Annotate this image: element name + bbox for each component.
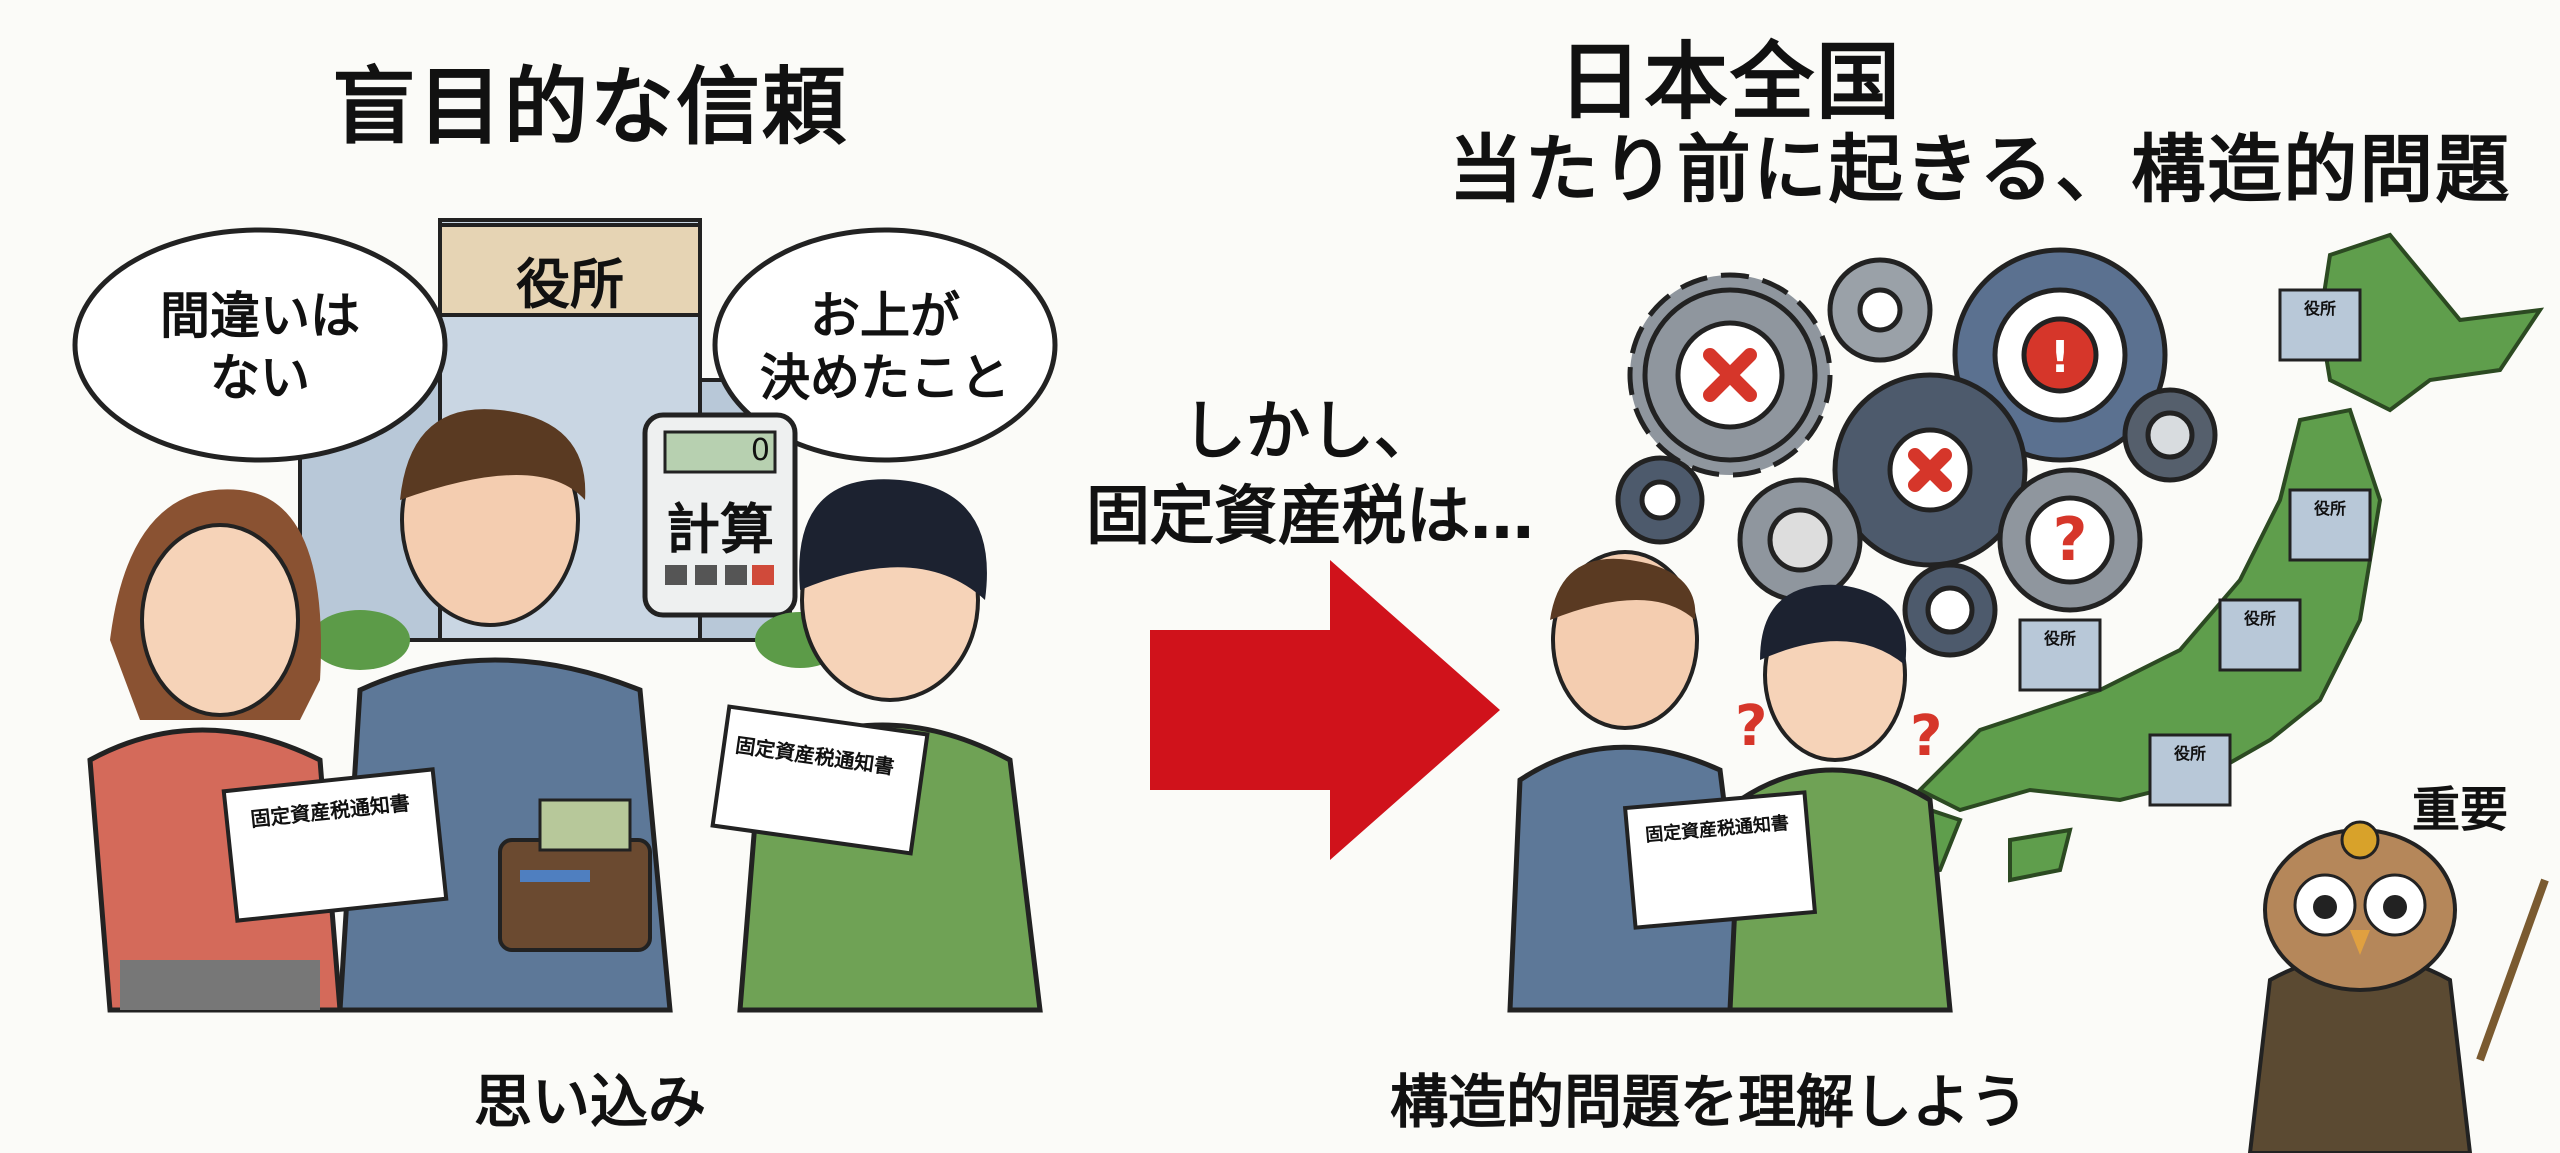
calculator-label: 計算	[666, 498, 774, 561]
middle-text-line2: 固定資産税は…	[1086, 480, 1534, 554]
bubble-line: 間違いは	[160, 287, 360, 345]
question-mark-icon: ?	[1910, 704, 1942, 769]
owl-mascot	[2247, 820, 2549, 1153]
red-arrow	[1150, 560, 1500, 860]
question-mark-icon: ?	[2053, 505, 2088, 575]
right-title-line1: 日本全国	[1557, 33, 1902, 131]
worried-man-figure	[1507, 550, 1753, 1013]
speech-bubble-right	[712, 227, 1058, 463]
map-building-label: 役所	[2043, 629, 2076, 648]
x-mark-icon	[1703, 348, 1952, 492]
calculator-icon	[642, 412, 798, 618]
speech-bubble-left-text: 間違いは ない	[90, 285, 430, 409]
gears-cluster	[1615, 247, 2218, 658]
right-caption: 構造的問題を理解しよう	[1390, 1068, 2029, 1136]
left-caption: 思い込み	[473, 1068, 706, 1136]
young-man-figure	[737, 479, 1043, 1013]
map-building-label: 役所	[2313, 499, 2346, 518]
tax-notice-paper	[710, 704, 930, 856]
right-title-line2: 当たり前に起きる、構造的問題	[1448, 127, 2512, 213]
map-buildings	[2018, 288, 2372, 807]
map-building-label: 役所	[2243, 609, 2276, 628]
map-building-label: 役所	[2303, 299, 2336, 318]
question-mark-icon: ?	[1735, 694, 1767, 759]
woman-figure	[87, 489, 343, 1013]
middle-text-line1: しかし、	[1182, 395, 1438, 469]
exclamation-icon: !	[2050, 332, 2070, 383]
wallet-icon	[498, 798, 652, 952]
building-sign: 役所	[516, 253, 624, 316]
speech-bubble-left	[72, 227, 448, 463]
map-building-label: 役所	[2173, 744, 2206, 763]
tax-notice-paper	[221, 767, 449, 923]
bubble-line: ない	[210, 349, 310, 407]
tax-notice-paper	[1622, 790, 1818, 930]
calculator-display: 0	[750, 433, 770, 468]
left-title: 盲目的な信頼	[331, 58, 848, 156]
important-label: 重要	[2411, 782, 2508, 838]
bubble-line: 決めたこと	[760, 349, 1010, 407]
bubble-line: お上が	[810, 287, 960, 345]
speech-bubble-right-text: お上が 決めたこと	[720, 285, 1050, 409]
